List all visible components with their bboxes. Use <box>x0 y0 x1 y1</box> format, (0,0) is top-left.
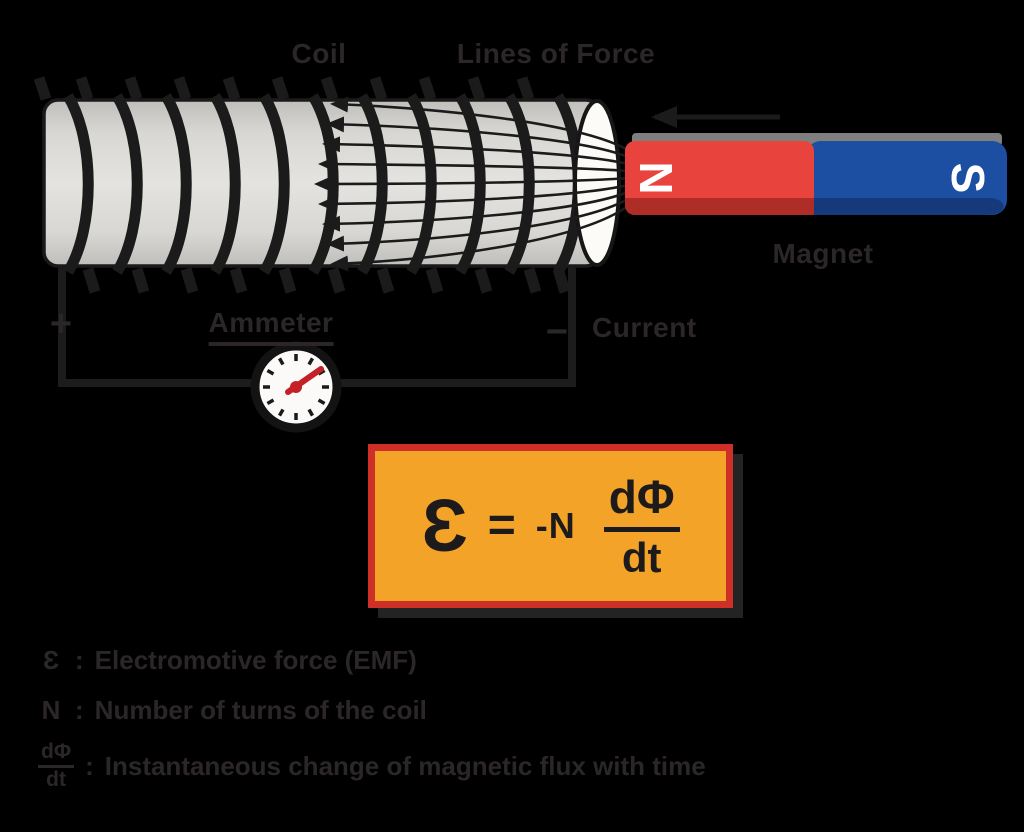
legend-flux-text: Instantaneous change of magnetic flux wi… <box>104 750 706 781</box>
magnet-south-pole <box>806 141 1007 215</box>
legend-flux-denominator: dt <box>46 768 66 792</box>
legend-row-turns: N : Number of turns of the coil <box>38 695 427 726</box>
legend-flux-numerator: dΦ <box>38 740 75 769</box>
flux-derivative-fraction: dΦ dt <box>603 474 680 581</box>
legend-emf-text: Electromotive force (EMF) <box>94 645 417 675</box>
faraday-law-formula-box: Ɛ = -N dΦ dt <box>368 444 733 608</box>
magnet-south-letter: S <box>942 163 994 194</box>
bar-magnet: N S <box>625 133 1007 215</box>
coil-label: Coil <box>291 38 347 69</box>
legend-turns-symbol: N <box>41 695 61 725</box>
magnet-north-shadow <box>625 198 814 215</box>
ammeter-gauge <box>250 341 342 433</box>
fraction-numerator: dΦ <box>603 474 680 532</box>
ammeter-needle-hub <box>290 381 302 393</box>
magnet-south-shadow <box>812 198 1004 215</box>
polarity-minus-sign: − <box>545 311 569 353</box>
current-label: Current <box>592 312 697 343</box>
field-lines <box>314 96 629 272</box>
legend-turns-text: Number of turns of the coil <box>94 695 427 725</box>
legend-turns-colon: : <box>75 695 84 725</box>
legend-flux-colon: : <box>85 750 94 781</box>
legend-flux-fraction: dΦ dt <box>38 740 75 792</box>
fraction-denominator: dt <box>621 533 662 581</box>
coil-opening <box>573 99 621 267</box>
polarity-plus-sign: + <box>49 303 73 345</box>
coil-winding-stubs <box>33 76 571 294</box>
ammeter-label: Ammeter <box>208 307 334 346</box>
legend-emf-colon: : <box>75 645 84 675</box>
legend-row-emf: Ɛ : Electromotive force (EMF) <box>38 645 417 676</box>
emf-symbol: Ɛ <box>421 484 468 567</box>
turns-coefficient: -N <box>535 505 576 546</box>
equals-sign: = <box>487 499 516 552</box>
magnet-north-pole <box>625 141 814 215</box>
legend-emf-symbol: Ɛ <box>42 645 60 675</box>
legend-row-flux: dΦ dt : Instantaneous change of magnetic… <box>38 740 706 792</box>
magnet-label: Magnet <box>772 238 874 269</box>
lines-of-force-label: Lines of Force <box>456 38 656 69</box>
magnet-north-letter: N <box>630 161 682 194</box>
